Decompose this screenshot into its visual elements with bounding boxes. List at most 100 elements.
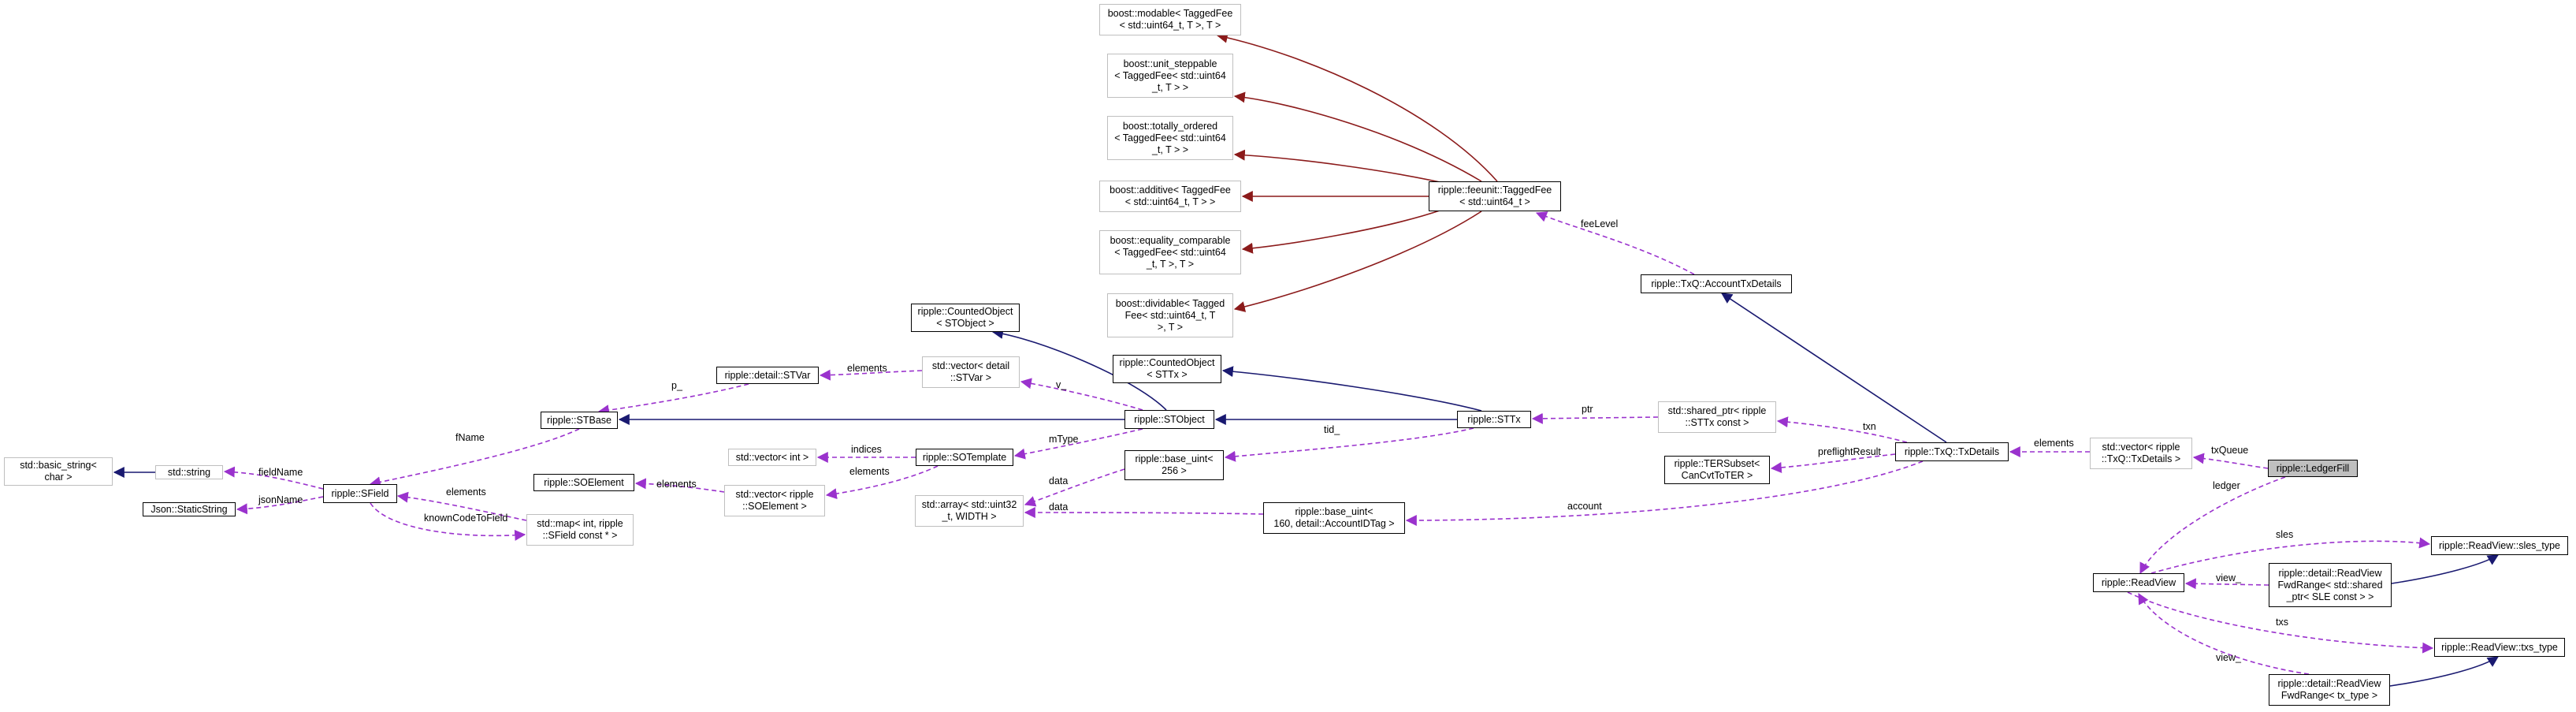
node-label-line: ripple::base_uint< [1135, 453, 1214, 464]
node-label-line: ripple::detail::ReadView [2278, 567, 2382, 579]
node-label-line: FwdRange< std::shared [2277, 579, 2383, 591]
node-label-line: ripple::ReadView::sles_type [2438, 539, 2561, 551]
node-std-basic-string[interactable]: std::basic_string< char > [4, 457, 113, 486]
node-ripple-stobject[interactable]: ripple::STObject [1124, 410, 1214, 429]
node-ripple-sotemplate[interactable]: ripple::SOTemplate [916, 449, 1013, 466]
node-vector-int[interactable]: std::vector< int > [728, 449, 816, 466]
node-label-line: ripple::CountedObject [1119, 357, 1215, 368]
edge-label-jsonname: jsonName [258, 494, 303, 505]
node-tersubset[interactable]: ripple::TERSubset< CanCvtToTER > [1664, 456, 1770, 484]
node-label-line: _t, T > > [1151, 144, 1189, 155]
node-fwdrange-sle[interactable]: ripple::detail::ReadView FwdRange< std::… [2269, 563, 2392, 607]
edge-label-elements-txdetails: elements [2034, 438, 2074, 449]
edge-label-elements-soelement: elements [656, 479, 697, 490]
node-boost-totally-ordered[interactable]: boost::totally_ordered < TaggedFee< std:… [1107, 116, 1233, 160]
node-boost-modable[interactable]: boost::modable< TaggedFee < std::uint64_… [1099, 4, 1241, 35]
node-label-line: < std::uint64_t, T > > [1124, 196, 1216, 207]
node-txdetails[interactable]: ripple::TxQ::TxDetails [1895, 442, 2009, 461]
node-std-string[interactable]: std::string [155, 465, 223, 479]
edge-label-p: p_ [671, 380, 682, 391]
node-tagged-fee[interactable]: ripple::feeunit::TaggedFee < std::uint64… [1429, 181, 1561, 211]
node-label-line: Fee< std::uint64_t, T [1124, 309, 1216, 321]
node-ripple-sttx[interactable]: ripple::STTx [1457, 411, 1531, 428]
node-label-line: ripple::SOTemplate [922, 451, 1007, 463]
node-vector-txdetails[interactable]: std::vector< ripple ::TxQ::TxDetails > [2090, 438, 2192, 469]
node-label-line: < std::uint64_t, T >, T > [1119, 20, 1221, 31]
node-label-line: ripple::TxQ::TxDetails [1904, 445, 2000, 457]
node-label-line: std::string [167, 466, 211, 478]
edge-tagged-fee-to-dividable [1233, 211, 1482, 312]
edge-stobject-to-counted [991, 327, 1167, 411]
node-label-line: ripple::LedgerFill [2276, 462, 2350, 474]
node-boost-unit-steppable[interactable]: boost::unit_steppable < TaggedFee< std::… [1107, 54, 1233, 98]
edge-sttx-to-counted-sttx [1221, 366, 1482, 412]
edge-label-tid: tid_ [1324, 424, 1340, 435]
node-base-uint-256[interactable]: ripple::base_uint< 256 > [1124, 450, 1224, 480]
node-accounttxdetails[interactable]: ripple::TxQ::AccountTxDetails [1641, 274, 1792, 293]
node-label-line: CanCvtToTER > [1681, 470, 1753, 481]
edge-tagged-fee-to-equality-comparable [1241, 209, 1443, 254]
node-label-line: < std::uint64_t > [1459, 196, 1530, 207]
edge-label-knowncodetofield: knownCodeToField [424, 513, 508, 524]
node-counted-sttx[interactable]: ripple::CountedObject < STTx > [1113, 355, 1221, 383]
node-vector-soelement[interactable]: std::vector< ripple ::SOElement > [724, 485, 825, 516]
node-label-line: ripple::ReadView::txs_type [2441, 641, 2558, 653]
node-fwdrange-tx[interactable]: ripple::detail::ReadView FwdRange< tx_ty… [2269, 674, 2390, 706]
node-label-line: std::basic_string< [20, 460, 97, 471]
node-ripple-soelement[interactable]: ripple::SOElement [533, 474, 634, 491]
node-shared-ptr-sttx[interactable]: std::shared_ptr< ripple ::STTx const > [1658, 401, 1776, 433]
edge-label-elements-sotemplate: elements [849, 466, 890, 477]
node-vector-stvar[interactable]: std::vector< detail ::STVar > [922, 356, 1020, 388]
node-label-line: 160, detail::AccountIDTag > [1273, 518, 1395, 529]
node-txs-type[interactable]: ripple::ReadView::txs_type [2434, 638, 2565, 657]
node-ledgerfill[interactable]: ripple::LedgerFill [2268, 460, 2358, 477]
edge-tagged-fee-to-unit-steppable [1233, 91, 1482, 182]
edge-label-txs: txs [2276, 617, 2288, 628]
edge-fwdrange-sle-to-readview [2184, 578, 2269, 590]
node-ripple-detail-stvar[interactable]: ripple::detail::STVar [716, 367, 819, 384]
node-ripple-sfield[interactable]: ripple::SField [323, 484, 397, 503]
node-map-int-sfield[interactable]: std::map< int, ripple ::SField const * > [526, 514, 634, 546]
edge-label-fieldname: fieldName [258, 467, 303, 478]
node-label-line: boost::dividable< Tagged [1115, 297, 1225, 309]
edge-txdetails-to-base-uint-160 [1405, 460, 1924, 526]
node-label-line: boost::modable< TaggedFee [1107, 8, 1233, 19]
node-std-array[interactable]: std::array< std::uint32 _t, WIDTH > [915, 495, 1024, 527]
edge-label-txn: txn [1863, 421, 1876, 432]
edge-label-mtype: mType [1049, 434, 1079, 445]
node-boost-dividable[interactable]: boost::dividable< Tagged Fee< std::uint6… [1107, 293, 1233, 337]
node-label-line: FwdRange< tx_type > [2280, 690, 2378, 701]
edge-tagged-fee-to-totally-ordered [1233, 149, 1459, 187]
node-sles-type[interactable]: ripple::ReadView::sles_type [2431, 536, 2568, 555]
node-boost-additive[interactable]: boost::additive< TaggedFee < std::uint64… [1099, 181, 1241, 212]
edge-sttx-to-base-uint-256 [1224, 427, 1474, 462]
edge-sfield-to-map [370, 502, 526, 541]
node-label-line: std::vector< detail [931, 360, 1010, 371]
node-label-line: boost::equality_comparable [1110, 234, 1231, 246]
node-label-line: < TaggedFee< std::uint64 [1114, 69, 1226, 81]
edge-fwdrange-tx-to-txs-type [2389, 656, 2499, 687]
node-label-line: ::TxQ::TxDetails > [2101, 453, 2181, 464]
node-label-line: std::array< std::uint32 [921, 499, 1017, 510]
node-label-line: ripple::base_uint< [1295, 506, 1373, 517]
edge-label-txqueue: txQueue [2211, 445, 2249, 456]
edge-map-to-sfield [396, 491, 527, 521]
node-label-line: _t, T >, T > [1146, 258, 1195, 270]
node-ripple-stbase[interactable]: ripple::STBase [541, 412, 618, 429]
edge-sotemplate-to-vector-soelement [825, 465, 939, 500]
edge-label-view-2: view_ [2216, 652, 2241, 663]
node-readview[interactable]: ripple::ReadView [2093, 573, 2184, 592]
edge-label-fname: fName [455, 432, 485, 443]
edge-label-data-256: data [1049, 475, 1069, 486]
node-boost-equality-comparable[interactable]: boost::equality_comparable < TaggedFee< … [1099, 230, 1241, 274]
node-counted-stobject[interactable]: ripple::CountedObject < STObject > [911, 304, 1020, 332]
edge-stbase-to-sfield [369, 428, 580, 488]
node-label-line: std::vector< ripple [2102, 442, 2180, 453]
node-label-line: std::vector< ripple [735, 489, 814, 500]
node-base-uint-160[interactable]: ripple::base_uint< 160, detail::AccountI… [1263, 502, 1405, 534]
node-label-line: ripple::CountedObject [917, 306, 1013, 317]
node-json-staticstring[interactable]: Json::StaticString [143, 502, 236, 516]
node-label-line: ::SField const * > [542, 530, 618, 541]
edge-label-elements-stvar: elements [847, 363, 887, 374]
